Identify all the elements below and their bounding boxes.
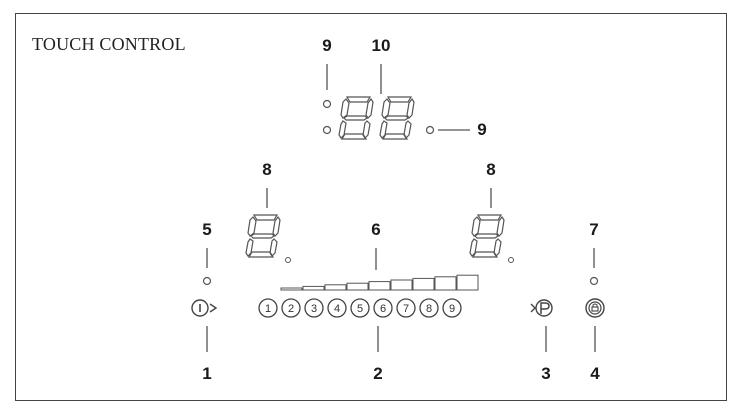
level-key-9[interactable]: 9 [442, 298, 462, 318]
level-key-label: 2 [288, 303, 294, 315]
callout-3-boost: 3 [541, 364, 551, 383]
power-level-keys: 1 2 3 4 5 6 7 8 9 [258, 298, 462, 318]
level-bar-segment [302, 285, 325, 291]
level-key-label: 5 [357, 303, 363, 315]
level-key-label: 4 [334, 303, 340, 315]
callout-8-right-zone: 8 [486, 160, 496, 179]
lock-icon [585, 298, 605, 318]
leader-lines [206, 64, 596, 352]
level-bar-segment [412, 277, 435, 291]
zone-right-dot [508, 257, 514, 263]
level-key-label: 1 [265, 303, 271, 315]
callout-5-power-led: 5 [202, 220, 212, 239]
level-key-7[interactable]: 7 [396, 298, 416, 318]
power-level-bar [280, 274, 479, 291]
callout-7-lock-led: 7 [589, 220, 599, 239]
power-icon [191, 299, 218, 317]
timer-digit-2 [379, 96, 415, 140]
zone-display-left [245, 214, 281, 258]
level-key-label: 7 [403, 303, 409, 315]
callout-8-left-zone: 8 [262, 160, 272, 179]
callout-10-timer-display: 10 [371, 36, 391, 55]
level-key-label: 8 [426, 303, 432, 315]
level-bar-segment [368, 281, 391, 291]
level-bar-segment [456, 274, 479, 291]
level-bar-segment [390, 279, 413, 291]
diagram-title: TOUCH CONTROL [32, 34, 186, 54]
level-key-1[interactable]: 1 [258, 298, 278, 318]
lock-led [589, 276, 599, 286]
level-bar-segment [434, 276, 457, 291]
timer-dot-right [425, 125, 435, 135]
level-bar-segment [346, 282, 369, 291]
callout-9-right-timer: 9 [477, 120, 487, 139]
boost-p-icon [530, 299, 553, 317]
callout-1-power: 1 [202, 364, 212, 383]
timer-digit-1 [338, 96, 374, 140]
level-key-6[interactable]: 6 [373, 298, 393, 318]
callout-2-level-keys: 2 [373, 364, 383, 383]
level-key-label: 9 [449, 303, 455, 315]
level-key-2[interactable]: 2 [281, 298, 301, 318]
callout-6-level-bar: 6 [371, 220, 381, 239]
zone-left-dot [285, 257, 291, 263]
level-key-label: 3 [311, 303, 317, 315]
callout-9-left-timer: 9 [322, 36, 332, 55]
callout-4-lock: 4 [590, 364, 600, 383]
level-bar-segment [324, 284, 347, 291]
level-key-8[interactable]: 8 [419, 298, 439, 318]
level-bar-segment [280, 287, 303, 291]
zone-display-right [469, 214, 505, 258]
diagram-panel [15, 13, 727, 401]
level-key-4[interactable]: 4 [327, 298, 347, 318]
timer-dot-lower-left [322, 125, 332, 135]
power-led [202, 276, 212, 286]
level-key-3[interactable]: 3 [304, 298, 324, 318]
timer-dot-upper-left [322, 99, 332, 109]
level-key-label: 6 [380, 303, 386, 315]
level-key-5[interactable]: 5 [350, 298, 370, 318]
